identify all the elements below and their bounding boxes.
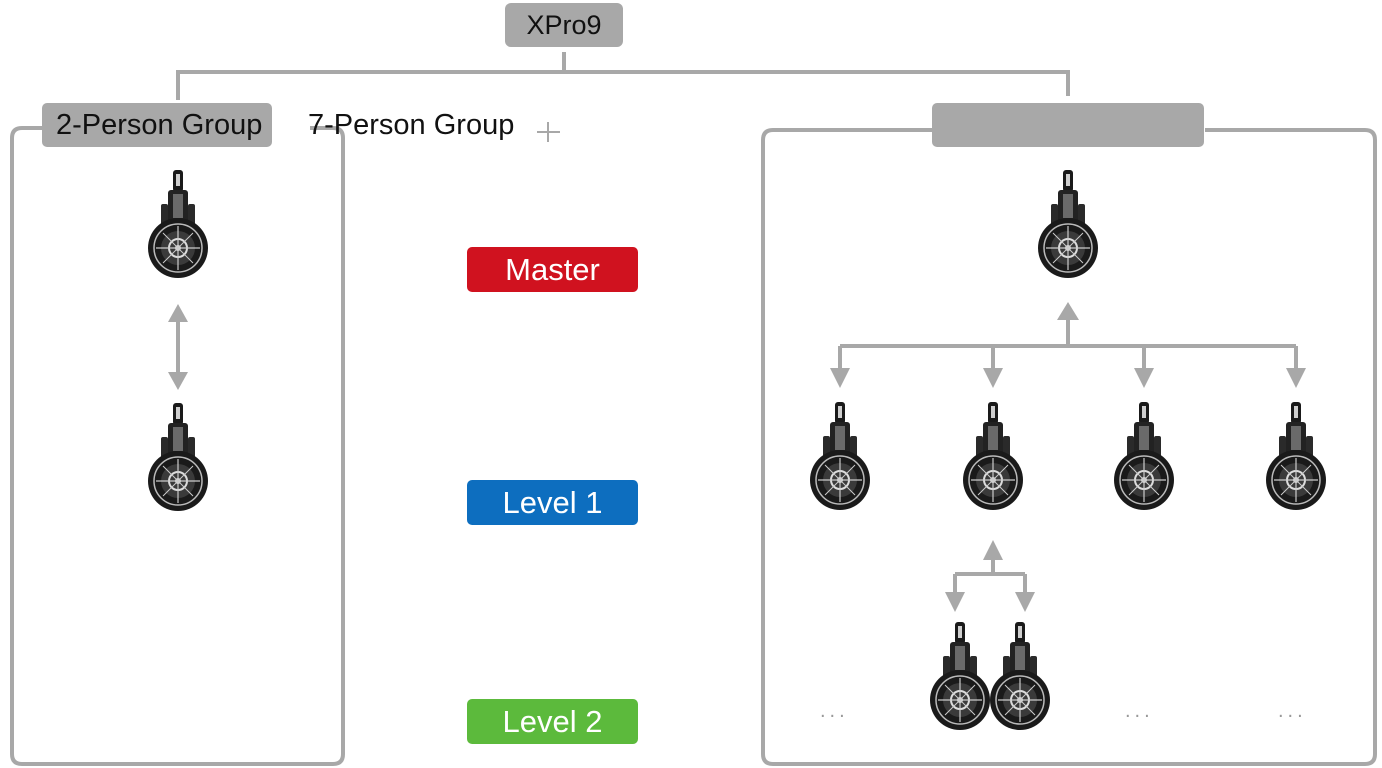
headset-device-icon: [147, 402, 209, 512]
ellipsis-more: ...: [820, 700, 849, 722]
arrowheads: [168, 302, 1306, 612]
headset-device-icon: [1113, 401, 1175, 511]
group-label-bar: [932, 103, 1204, 147]
level-badge-level-1: Level 1: [467, 480, 638, 525]
headset-device-icon: [929, 621, 991, 731]
level-badge-master: Master: [467, 247, 638, 292]
group-label-2-person: 2-Person Group: [42, 103, 273, 147]
ellipsis-more: ...: [1125, 700, 1154, 722]
headset-device-icon: [147, 169, 209, 279]
connectors: [10, 52, 1377, 766]
root-node-label: XPro9: [505, 3, 623, 47]
ellipsis-more: ...: [1278, 700, 1307, 722]
devices: [147, 169, 1327, 731]
group-label-7-person: 7-Person Group: [308, 108, 515, 141]
headset-device-icon: [1265, 401, 1327, 511]
headset-device-icon: [1037, 169, 1099, 279]
headset-device-icon: [989, 621, 1051, 731]
headset-device-icon: [962, 401, 1024, 511]
headset-device-icon: [809, 401, 871, 511]
level-badge-level-2: Level 2: [467, 699, 638, 744]
